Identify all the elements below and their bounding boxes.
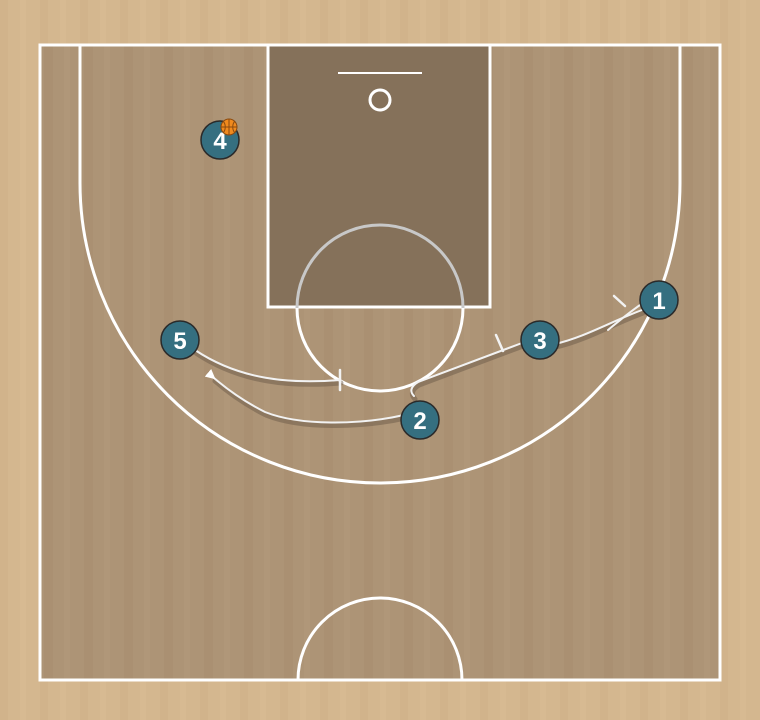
basketball-icon <box>220 118 238 136</box>
player-5-label: 5 <box>173 328 186 355</box>
players: 1 2 3 4 <box>160 118 679 440</box>
movement-2 <box>204 368 408 428</box>
hoop <box>368 88 392 112</box>
free-throw-circle-lower <box>295 307 465 393</box>
player-1[interactable]: 1 <box>639 280 679 320</box>
player-1-label: 1 <box>652 288 665 315</box>
center-circle <box>296 596 464 681</box>
court-lines <box>38 43 722 682</box>
player-3-label: 3 <box>533 328 546 355</box>
lane-lines <box>266 43 492 309</box>
player-5[interactable]: 5 <box>160 320 200 360</box>
movement-paths <box>193 294 646 428</box>
screen-marker <box>494 333 505 353</box>
movement-3 <box>409 333 526 402</box>
player-2-label: 2 <box>413 408 426 435</box>
player-3[interactable]: 3 <box>520 320 560 360</box>
player-4[interactable]: 4 <box>200 118 240 160</box>
player-2[interactable]: 2 <box>400 400 440 440</box>
screen-marker <box>612 294 627 308</box>
free-throw-circle-upper <box>295 223 465 309</box>
movement-1 <box>553 294 646 350</box>
player-4-label: 4 <box>213 128 227 155</box>
movement-5 <box>193 349 344 392</box>
paint-area <box>268 45 490 307</box>
